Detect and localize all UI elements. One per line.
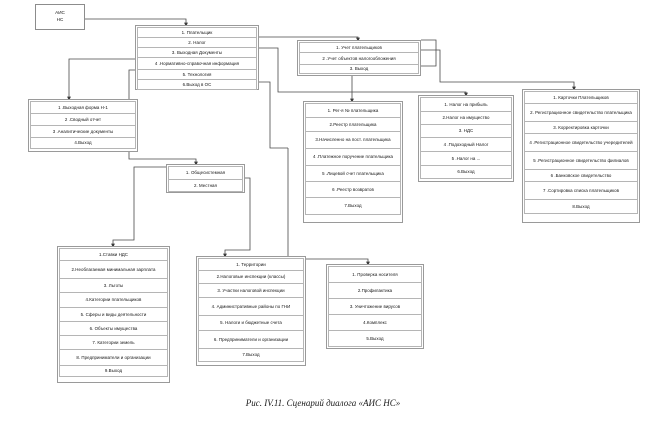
wire-tech-trunk [259, 81, 288, 149]
menu-item[interactable]: 7. Категории земель [59, 335, 168, 350]
root-node-ais-ns: АИС НС [35, 4, 85, 30]
main-menu: 1. Плательщик 2. Налог 3. Выходная Докум… [135, 25, 259, 90]
menu-item[interactable]: 5. Налоги и бюджетные счета [198, 315, 304, 331]
menu-item[interactable]: 8.Выход [524, 199, 638, 214]
wire-system-reference [111, 166, 168, 248]
menu-item[interactable]: 2.Реестр плательщика [305, 117, 401, 132]
menu-item[interactable]: 3.Начисленно на пост. плательщика [305, 131, 401, 149]
technology-menu: 1. Проверка носителя 2.Профилактика 3. У… [326, 264, 424, 349]
menu-item[interactable]: 6. Объекты имущества [59, 321, 168, 336]
menu-item[interactable]: 5. Сферы и виды деятельности [59, 307, 168, 322]
menu-item[interactable]: 3. Льготы [59, 278, 168, 293]
menu-item[interactable]: 2.Необлагаемая минимальная зарплата [59, 260, 168, 279]
menu-item[interactable]: 1. Налог на прибыль [420, 97, 512, 112]
menu-item[interactable]: 7 .Сортировка списка плательщиков [524, 181, 638, 200]
menu-item[interactable]: 4.Категории плательщиков [59, 292, 168, 308]
menu-item[interactable]: 5 .Налог на ... [420, 151, 512, 166]
menu-item[interactable]: 4.Комплекс [328, 314, 422, 331]
menu-item[interactable]: 9.Выход [59, 365, 168, 377]
wire-objects-to-cards [421, 49, 576, 91]
menu-item[interactable]: 6. Предприниматели и организации [198, 330, 304, 349]
wire-tax-trunk [259, 47, 297, 93]
payer-registry-menu: 1. Рег-я № плательщика 2.Реестр плательщ… [303, 101, 403, 223]
menu-item[interactable]: 8. Предприниматели и организации [59, 349, 168, 366]
menu-item[interactable]: 5 .Регистрационное свидетельство филиало… [524, 151, 638, 170]
taxes-menu: 1. Налог на прибыль 2.Налог на имущество… [418, 95, 514, 182]
menu-item[interactable]: 4. Административные районы по ГНИ [198, 297, 304, 316]
payers-accounting-menu: 1. Учет плательщиков 2 .Учет объектов на… [297, 40, 421, 76]
menu-item[interactable]: 2.Налог на имущество [420, 111, 512, 125]
menu-item[interactable]: 6 .Реестр возвратов [305, 181, 401, 198]
system-reference-menu: 1.Ставки НДС 2.Необлагаемая минимальная … [57, 246, 170, 383]
menu-item[interactable]: 6.Выход в ОС [137, 79, 257, 90]
menu-item[interactable]: 3. НДС [420, 124, 512, 138]
menu-item[interactable]: 2.Профилактика [328, 282, 422, 299]
menu-item[interactable]: 7.Выход [305, 197, 401, 215]
menu-item[interactable]: 6.Выход [420, 165, 512, 179]
menu-item[interactable]: 4 .Платежное поручение плательщика [305, 148, 401, 166]
menu-item[interactable]: 5.Выход [328, 330, 422, 347]
menu-item[interactable]: 2. Регистрационное свидетельство платель… [524, 103, 638, 122]
output-documents-menu: 1 .Выходная форма Н-1 2 .Сводный отчет 3… [28, 99, 138, 152]
menu-item[interactable]: 3. Уничтожение вирусов [328, 298, 422, 315]
wire-docs-to-output [67, 58, 135, 101]
payer-cards-menu: 1. Карточки Плательщиков 2. Регистрацион… [522, 89, 640, 223]
menu-item[interactable]: 1. Проверка носителя [328, 266, 422, 283]
menu-item[interactable]: 3. Участки налоговой инспекции [198, 283, 304, 298]
menu-item[interactable]: 7.Выход [198, 348, 304, 362]
reference-scope-menu: 1. Общесистемная 2. Местная [166, 164, 245, 193]
menu-item[interactable]: 4.Выход [30, 137, 136, 149]
root-label-line2: НС [56, 17, 64, 22]
menu-item[interactable]: 1. Рег-я № плательщика [305, 103, 401, 118]
menu-item[interactable]: 4 .Подоходный Налог [420, 137, 512, 152]
menu-item[interactable]: 4 .Регистрационное свидетельство учереди… [524, 133, 638, 152]
local-reference-menu: 1. Территории 2.Налоговые инспекции (кла… [196, 256, 306, 366]
menu-item[interactable]: 1. Общесистемная [168, 166, 243, 180]
menu-item[interactable]: 3. Выход [299, 64, 419, 74]
menu-item[interactable]: 2.Налоговые инспекции (классы) [198, 270, 304, 284]
menu-item[interactable]: 5 .Лицевой счет плательщика [305, 165, 401, 182]
root-label-line1: АИС [55, 10, 65, 16]
figure-caption: Рис. IV.11. Сценарий диалога «АИС НС» [245, 398, 401, 408]
menu-item[interactable]: 2. Местная [168, 179, 243, 192]
